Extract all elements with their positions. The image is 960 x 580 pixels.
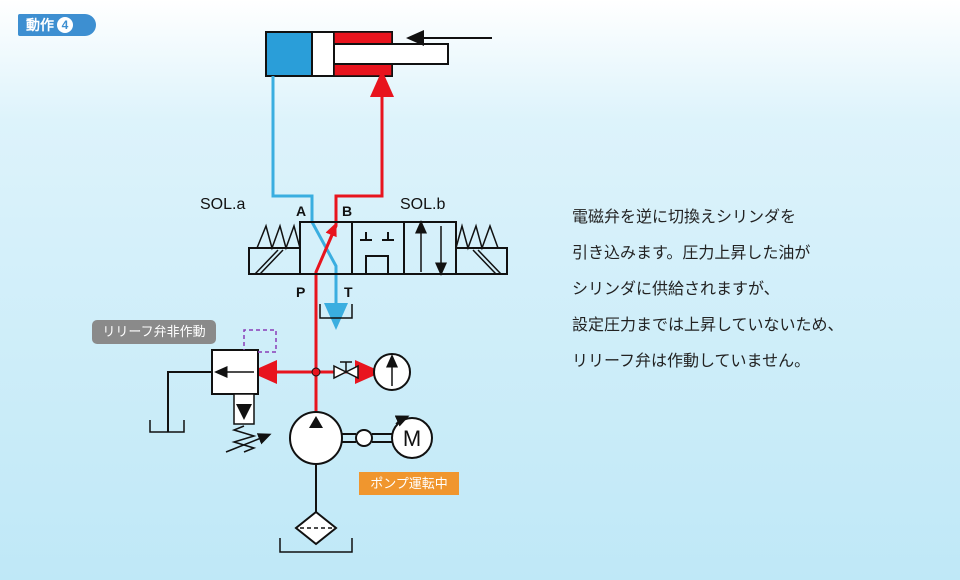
cylinder-piston	[311, 31, 335, 77]
description-line: 引き込みます。圧力上昇した油が	[572, 245, 811, 262]
adjust-arrow-icon	[225, 433, 272, 453]
pump-status-tag: ポンプ運転中	[359, 472, 459, 495]
valve-parallel-envelope	[403, 221, 457, 275]
relief-tank-icon	[149, 420, 185, 433]
step-badge-label: 動作	[26, 17, 54, 33]
pilot-line	[243, 329, 277, 353]
description-line: 設定圧力までは上昇していないため、	[572, 317, 844, 334]
solenoid-b-box	[455, 247, 508, 275]
solenoid-a-box	[248, 247, 301, 275]
gauge-isolation-valve	[333, 361, 359, 380]
description-line: リリーフ弁は作動していません。	[572, 353, 811, 370]
pressure-line-to-cylinder	[314, 70, 394, 412]
electric-motor: M	[391, 415, 433, 459]
cylinder-rod	[333, 43, 449, 65]
directional-valve	[248, 220, 508, 319]
main-tank-icon	[279, 538, 353, 553]
rotation-arrow-icon	[394, 415, 410, 427]
cylinder-rod-chamber-top	[333, 31, 393, 45]
port-p-label: P	[296, 284, 306, 300]
port-t-label: T	[344, 284, 353, 300]
step-number: 4	[57, 17, 73, 33]
relief-valve	[149, 329, 277, 453]
hydraulic-cylinder	[265, 30, 492, 77]
cylinder-cap-chamber	[265, 31, 313, 77]
return-line	[271, 76, 348, 330]
sol-a-label: SOL.a	[200, 196, 246, 213]
relief-valve-status-callout: リリーフ弁非作動	[92, 320, 216, 344]
coupling-icon	[355, 429, 373, 447]
spring-b-icon	[455, 223, 499, 251]
spring-a-icon	[256, 223, 301, 251]
hydraulic-pump	[289, 411, 392, 512]
line-junction	[311, 367, 321, 377]
relief-spring-icon	[231, 425, 257, 453]
cylinder-rod-chamber-bottom	[333, 63, 393, 77]
pressure-gauge	[373, 353, 411, 391]
valve-tank-icon	[319, 304, 353, 319]
port-b-label: B	[342, 203, 353, 219]
suction-strainer	[279, 510, 353, 553]
sol-b-label: SOL.b	[400, 196, 446, 213]
valve-center-envelope	[351, 221, 405, 275]
description-line: 電磁弁を逆に切換えシリンダを	[572, 209, 797, 226]
description-line: シリンダに供給されますが、	[572, 281, 780, 298]
motor-label: M	[403, 426, 421, 451]
description-text: 電磁弁を逆に切換えシリンダを 引き込みます。圧力上昇した油が シリンダに供給され…	[572, 206, 942, 386]
port-a-label: A	[296, 203, 307, 219]
